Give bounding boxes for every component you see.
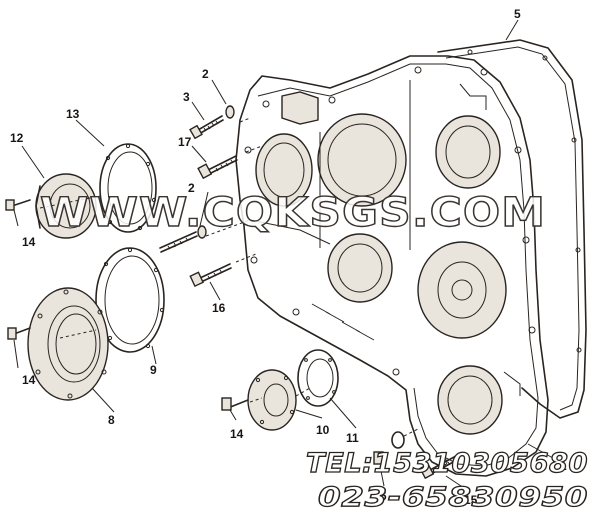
callout-1: 1 xyxy=(560,459,567,473)
accessory-cover-12 xyxy=(35,173,97,239)
callout-10: 10 xyxy=(316,423,330,437)
callout-16: 16 xyxy=(212,301,226,315)
assembly-centerlines xyxy=(39,117,421,437)
small-cover-plate-10 xyxy=(247,369,297,431)
oring-6 xyxy=(373,431,405,465)
washer-2-upper xyxy=(225,105,235,119)
callout-2-middle: 2 xyxy=(188,181,195,195)
website-watermark: WWW.CQKSGS.COM xyxy=(40,190,546,236)
phone-watermark: TEL:15310305680 xyxy=(306,448,588,479)
capscrew-14-lower xyxy=(221,397,249,411)
cover-gasket-13 xyxy=(99,143,157,233)
capscrew-14-middle xyxy=(7,327,31,340)
callout-14-lower: 14 xyxy=(230,427,244,441)
callout-14-upper: 14 xyxy=(22,235,36,249)
callout-6: 6 xyxy=(380,489,387,503)
callout-12: 12 xyxy=(10,131,24,145)
callout-15: 15 xyxy=(464,493,478,507)
long-capscrew-15 xyxy=(419,455,458,480)
front-gasket-5 xyxy=(437,39,587,419)
capscrew-17 xyxy=(197,155,238,180)
gasket-9 xyxy=(95,247,165,353)
callout-11: 11 xyxy=(346,431,359,445)
landline-watermark: 023-65830950 xyxy=(318,482,588,513)
callout-labels: 2 3 5 12 13 17 14 2 16 14 9 8 14 10 11 6… xyxy=(10,7,567,507)
callout-2-upper: 2 xyxy=(202,67,209,81)
callout-3: 3 xyxy=(183,90,190,104)
capscrew-16 xyxy=(189,263,232,288)
capscrew-3 xyxy=(189,115,224,140)
callout-8: 8 xyxy=(108,413,115,427)
small-gasket-11 xyxy=(297,349,339,407)
callout-17: 17 xyxy=(178,135,192,149)
leader-lines xyxy=(13,19,561,493)
callout-5: 5 xyxy=(514,7,521,21)
cover-plate-8 xyxy=(27,287,109,401)
long-capscrew-2 xyxy=(159,225,207,253)
callout-13: 13 xyxy=(66,107,80,121)
gear-housing-cover-1 xyxy=(235,55,549,477)
callout-9: 9 xyxy=(150,363,157,377)
capscrew-14-upper xyxy=(5,199,31,211)
callout-14-mid: 14 xyxy=(22,373,36,387)
